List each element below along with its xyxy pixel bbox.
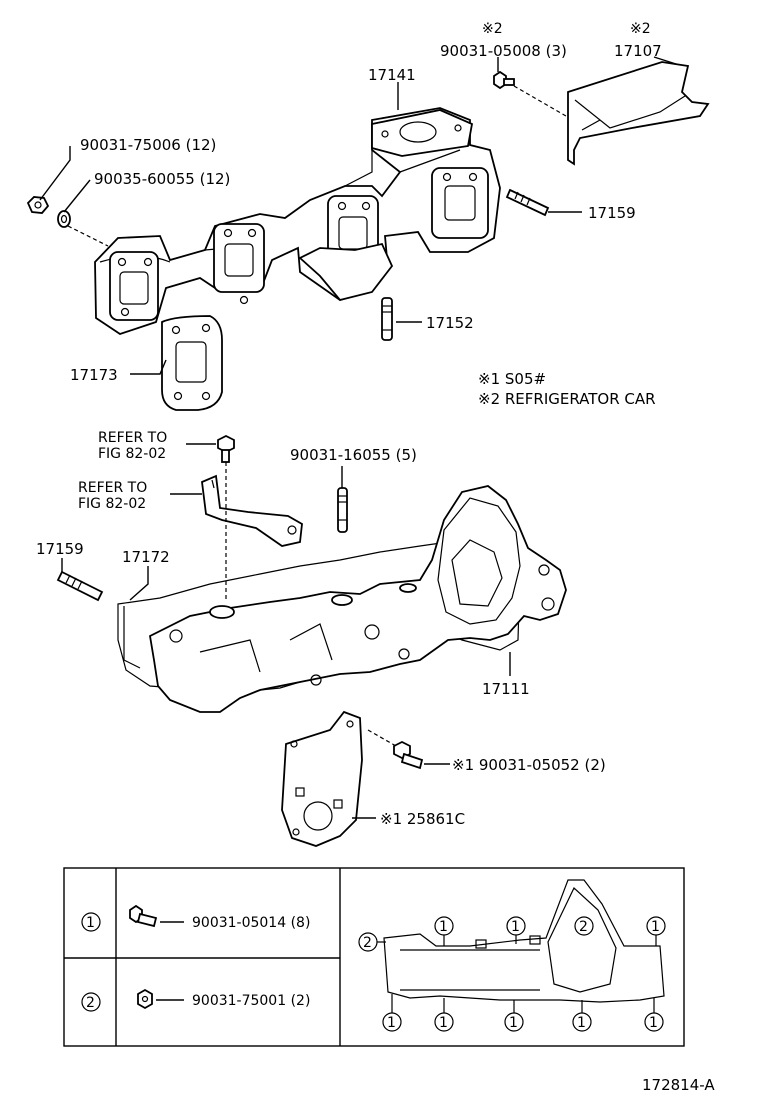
label-90035-60055: 90035-60055 (12): [94, 170, 230, 188]
note-2: ※2 REFRIGERATOR CAR: [478, 390, 656, 408]
table-row1-part: 90031-05014 (8): [192, 915, 310, 931]
label-17173: 17173: [70, 366, 118, 384]
svg-text:1: 1: [649, 1015, 658, 1031]
svg-text:1: 1: [651, 919, 660, 935]
plate-25861C: [281, 710, 363, 847]
svg-text:2: 2: [579, 919, 588, 935]
bolt-90031-05008: [493, 70, 515, 90]
nut-90031-75006: [26, 196, 50, 214]
label-mark2-b: ※2: [630, 21, 651, 37]
label-90031-05052: ※1 90031-05052 (2): [452, 756, 606, 774]
exhaust-gasket-17173: [161, 315, 223, 411]
label-mark2-a: ※2: [482, 21, 503, 37]
label-refer-1b: FIG 82-02: [98, 446, 166, 462]
intake-manifold-17111: [149, 485, 567, 713]
leader-lines: [39, 56, 677, 819]
bolt-refer-fig-82-02: [217, 434, 235, 463]
part-labels: 17141 ※2 90031-05008 (3) ※2 17107 90031-…: [36, 21, 715, 1094]
svg-text:1: 1: [439, 919, 448, 935]
heat-insulator-17107: [567, 61, 710, 166]
nut-icon-row2: [137, 988, 153, 1010]
label-17111: 17111: [482, 680, 530, 698]
stud-17152: [381, 297, 393, 341]
note-1: ※1 S05#: [478, 370, 546, 388]
table-row2-key: 2: [86, 995, 95, 1011]
figure-code: 172814-A: [642, 1076, 715, 1094]
svg-text:1: 1: [577, 1015, 586, 1031]
label-refer-1a: REFER TO: [98, 430, 167, 446]
svg-text:2: 2: [363, 935, 372, 951]
bolt-icon-row1: [129, 904, 158, 928]
label-refer-2b: FIG 82-02: [78, 496, 146, 512]
label-90031-16055: 90031-16055 (5): [290, 446, 417, 464]
label-17107: 17107: [614, 42, 662, 60]
bolt-90031-05052: [393, 740, 424, 770]
stud-90031-16055: [337, 487, 348, 533]
gasket-plan-view: [383, 879, 665, 1003]
svg-text:1: 1: [387, 1015, 396, 1031]
svg-text:1: 1: [511, 919, 520, 935]
label-90031-75006: 90031-75006 (12): [80, 136, 216, 154]
svg-text:1: 1: [439, 1015, 448, 1031]
label-refer-2a: REFER TO: [78, 480, 147, 496]
label-25861C: ※1 25861C: [380, 810, 465, 828]
label-17152: 17152: [426, 314, 474, 332]
label-17141: 17141: [368, 66, 416, 84]
table-row2-part: 90031-75001 (2): [192, 993, 310, 1009]
label-17159-top: 17159: [588, 204, 636, 222]
stud-17159-top: [505, 188, 550, 217]
exhaust-manifold: [94, 107, 501, 335]
washer-90035-60055: [57, 210, 71, 228]
label-90031-05008: 90031-05008 (3): [440, 42, 567, 60]
stud-17159-left: [56, 570, 104, 602]
table-row1-key: 1: [86, 915, 95, 931]
fastener-table: 1 90031-05014 (8) 2 90031-75001 (2) 1 1: [63, 867, 685, 1047]
label-17172: 17172: [122, 548, 170, 566]
svg-text:1: 1: [509, 1015, 518, 1031]
label-17159-left: 17159: [36, 540, 84, 558]
gasket-markers: 1 1 1 2 2 1 1 1 1 1: [358, 916, 666, 1032]
throttle-bracket: [201, 474, 303, 547]
